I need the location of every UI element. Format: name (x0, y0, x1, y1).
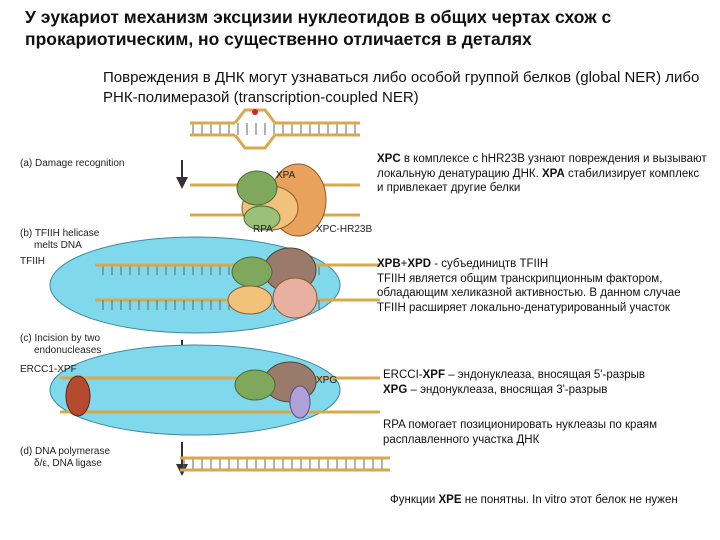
step-d-label-1: (d) DNA polymerase (20, 446, 111, 457)
note-nucleases: ERCCI-XPF – эндонуклеаза, вносящая 5'-ра… (383, 369, 646, 396)
tfiih-label: TFIIH (20, 256, 45, 267)
xpg-label: XPG (316, 375, 338, 386)
step-a-label: (a) Damage recognition (20, 158, 125, 169)
note-rpa: RPA помогает позиционировать нуклеазы по… (383, 419, 657, 446)
rpa-label: RPA (253, 224, 273, 235)
dna-top (190, 108, 360, 150)
xpg-protein (289, 385, 311, 419)
note-xpe: Функции XPE не понятны. In vitro этот бе… (390, 494, 678, 506)
step-b-label-2: melts DNA (34, 240, 82, 251)
ercc-protein (65, 375, 91, 417)
step-d-label-2: δ/ε, DNA ligase (34, 458, 102, 469)
xpc-label: XPC-HR23B (316, 224, 373, 235)
damage-marker (252, 109, 258, 115)
note-xpc: XPC в комплексе с hHR23B узнают поврежде… (377, 153, 707, 194)
complex-c (49, 344, 380, 436)
ercc-label: ERCC1-XPF (20, 364, 77, 375)
slide-title: У эукариот механизм эксцизии нуклеотидов… (25, 7, 612, 49)
slide-subtitle: Повреждения в ДНК могут узнаваться либо … (103, 69, 700, 106)
xpa-label: XPA (276, 170, 296, 181)
complex-b (49, 236, 380, 334)
rpa-protein (243, 205, 281, 231)
step-b-label-1: (b) TFIIH helicase (20, 228, 100, 239)
complex-a (190, 163, 360, 237)
dna-repaired (180, 456, 390, 472)
step-c-label-2: endonucleases (34, 345, 102, 356)
step-c-label-1: (c) Incision by two (20, 333, 101, 344)
xpa-protein (236, 170, 278, 206)
note-tfiih: XPB+XPD - субъедиництв TFIIH TFIIH являе… (377, 258, 681, 314)
